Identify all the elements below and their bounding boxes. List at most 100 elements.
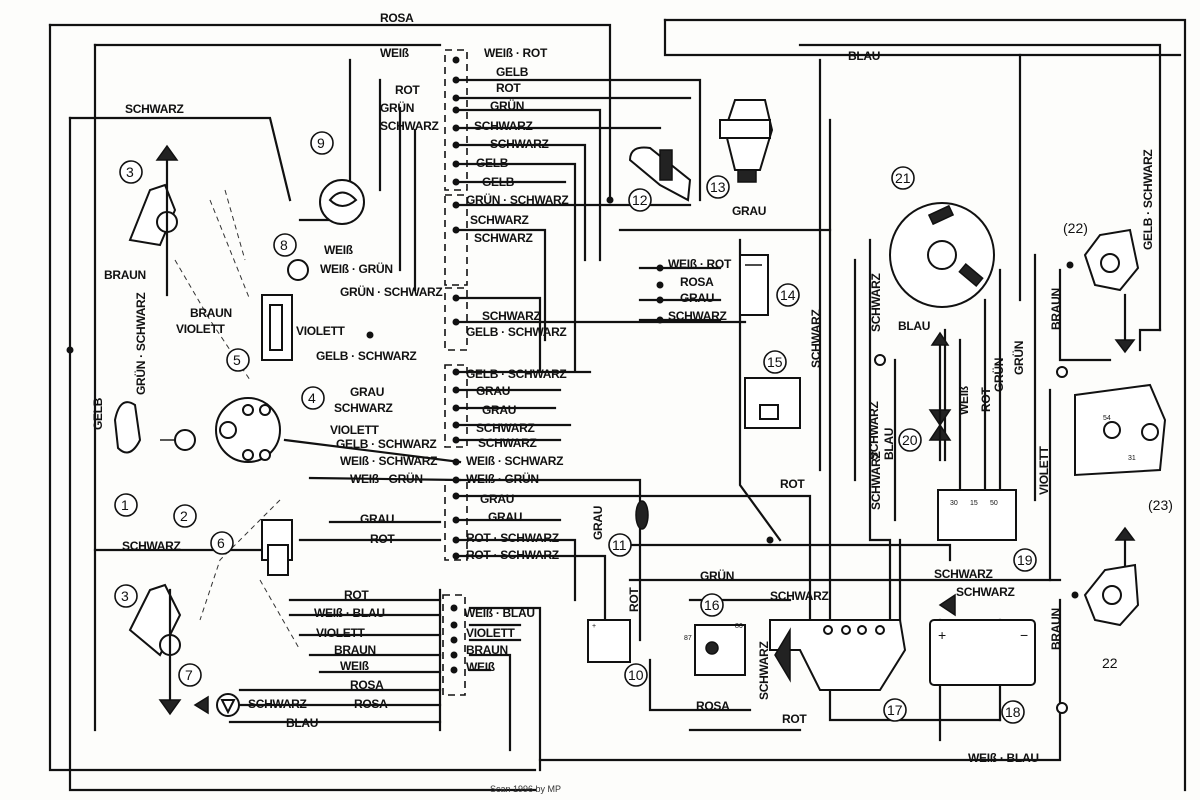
terminal-54: 54 [1103, 415, 1111, 422]
number-18: 18 [1005, 704, 1021, 720]
relay-14 [739, 254, 769, 316]
relay-15 [744, 377, 801, 429]
label-violett-1: VIOLETT [176, 322, 226, 336]
terminal-15: 15 [970, 500, 978, 507]
label-weiss-rot-2: WEIß · ROT [668, 257, 732, 271]
terminal-87: 87 [684, 635, 692, 642]
turn-signal-upper-right [1083, 228, 1140, 354]
number-22-upper: (22) [1063, 220, 1088, 236]
number-9: 9 [317, 135, 325, 151]
label-schwarz-6: SCHWARZ [482, 309, 541, 323]
number-7: 7 [185, 667, 193, 683]
label-blau-vertical-1: BLAU [882, 428, 896, 460]
number-10: 10 [628, 667, 644, 683]
terminal-50: 50 [990, 500, 998, 507]
label-rot-1: ROT [395, 83, 420, 97]
number-19: 19 [1017, 552, 1033, 568]
lock-21 [889, 202, 995, 308]
turn-signal-lower-right [1083, 526, 1140, 627]
wire-network [48, 18, 1187, 792]
label-schwarz-vertical-2: SCHWARZ [809, 309, 823, 368]
label-gelb-schwarz-1: GELB · SCHWARZ [316, 349, 416, 363]
label-grau-2: GRAU [482, 403, 516, 417]
label-gelb-schwarz-vertical: GELB · SCHWARZ [1141, 150, 1155, 250]
label-grau-8: GRAU [732, 204, 766, 218]
switch-4 [215, 397, 281, 463]
label-gelb-schwarz-4: GELB · SCHWARZ [336, 437, 436, 451]
coil-13 [719, 99, 774, 183]
number-4: 4 [308, 390, 316, 406]
label-violett-5: VIOLETT [466, 626, 516, 640]
switch-8 [261, 259, 309, 361]
ignition-switch-19: 30 15 50 [937, 489, 1017, 541]
label-schwarz-4: SCHWARZ [470, 213, 529, 227]
switch-12 [628, 146, 692, 202]
label-grau-4: GRAU [480, 492, 514, 506]
svg-text:+: + [938, 627, 946, 643]
label-schwarz-13: SCHWARZ [770, 589, 829, 603]
label-rot-5: ROT [780, 477, 805, 491]
number-17: 17 [887, 702, 903, 718]
label-rot-4: ROT [344, 588, 369, 602]
label-gelb-3: GELB [482, 175, 515, 189]
label-braun-3: BRAUN [334, 643, 376, 657]
label-rot-vertical-2: ROT [979, 387, 993, 412]
label-rosa-4: ROSA [680, 275, 714, 289]
number-6: 6 [217, 535, 225, 551]
terminal-31b: 31 [1128, 455, 1136, 462]
label-schwarz-9: SCHWARZ [334, 401, 393, 415]
diode-20 [928, 331, 952, 462]
label-braun-2: BRAUN [104, 268, 146, 282]
label-blau-top: BLAU [848, 49, 880, 63]
label-rosa-2: ROSA [350, 678, 384, 692]
connector-blocks [442, 49, 468, 696]
label-gruen-schwarz-2: GRÜN · SCHWARZ [340, 284, 442, 299]
number-12: 12 [632, 192, 648, 208]
label-schwarz-vertical-1: SCHWARZ [757, 641, 771, 700]
label-schwarz-7: SCHWARZ [476, 421, 535, 435]
number-23: (23) [1148, 497, 1173, 513]
label-gelb-1: GELB [496, 65, 529, 79]
label-violett-vertical: VIOLETT [1037, 445, 1051, 495]
label-braun-vertical-1: BRAUN [1049, 288, 1063, 330]
label-schwarz-3: SCHWARZ [490, 137, 549, 151]
label-braun-4: BRAUN [466, 643, 508, 657]
tail-lamp-23: 54 31 [1074, 383, 1167, 477]
label-schwarz-5: SCHWARZ [474, 231, 533, 245]
label-weiss-vertical: WEIß [957, 386, 971, 415]
headlamp-upper-left [128, 144, 179, 297]
label-schwarz-vertical-3: SCHWARZ [869, 273, 883, 332]
label-schwarz-vertical-5: SCHWARZ [867, 401, 881, 460]
scan-credit: Scan 1996 by MP [490, 784, 561, 794]
flasher-6 [261, 519, 293, 576]
label-grau-vertical: GRAU [591, 506, 605, 540]
label-blau-2: BLAU [286, 716, 318, 730]
label-schwarz-vertical-4: SCHWARZ [869, 451, 883, 510]
label-schwarz-15: SCHWARZ [934, 567, 993, 581]
label-schwarz-11: SCHWARZ [248, 697, 307, 711]
label-rot-schwarz-1: ROT · SCHWARZ [466, 531, 559, 545]
label-grau-6: GRAU [360, 512, 394, 526]
label-gelb-2: GELB [476, 156, 509, 170]
label-schwarz-10: SCHWARZ [122, 539, 181, 553]
label-gruen-3: GRÜN [700, 568, 734, 583]
label-weiss-schwarz-2: WEIß · SCHWARZ [466, 454, 563, 468]
svg-text:+: + [592, 623, 596, 630]
terminal-86: 86 [735, 623, 743, 630]
label-weiss-1: WEIß [380, 46, 409, 60]
label-weiss-4: WEIß [466, 660, 495, 674]
connector-dots [66, 56, 1079, 674]
label-braun-vertical-2: BRAUN [1049, 608, 1063, 650]
switch-2 [160, 429, 196, 451]
component-numbers: 1 2 3 3 4 5 6 7 8 9 10 11 12 13 14 15 16… [114, 131, 1173, 724]
label-schwarz-1: SCHWARZ [380, 119, 439, 133]
wire-labels: ROSA BLAU SCHWARZ WEIß ROT GRÜN SCHWARZ … [91, 11, 1155, 765]
number-14: 14 [780, 287, 796, 303]
label-braun-1: BRAUN [190, 306, 232, 320]
label-weiss-gruen-1: WEIß · GRÜN [320, 261, 393, 276]
number-21: 21 [895, 170, 911, 186]
svg-text:−: − [1020, 627, 1028, 643]
label-blau-3: BLAU [898, 319, 930, 333]
label-gelb-vertical: GELB [91, 397, 105, 430]
